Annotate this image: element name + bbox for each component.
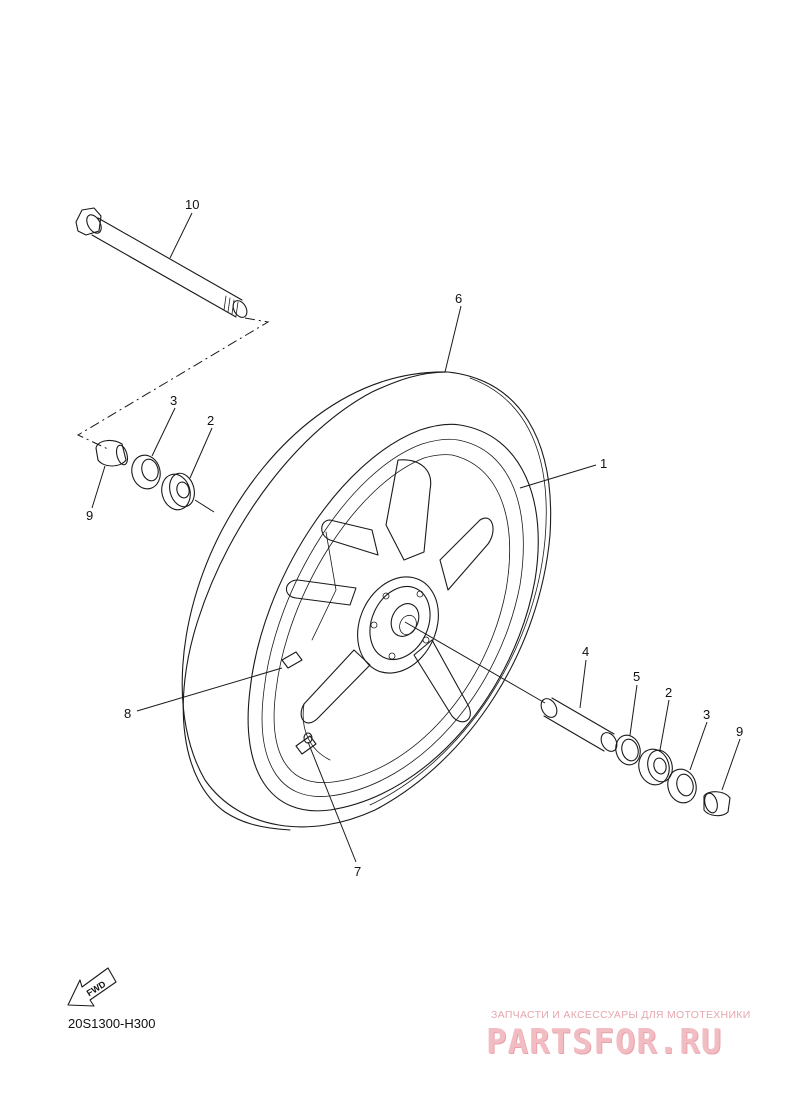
callout-oil-seal-right: 3 [703,707,710,722]
collar-right [703,791,731,817]
watermark-subtitle: ЗАПЧАСТИ И АКСЕССУАРЫ ДЛЯ МОТОТЕХНИКИ [491,1009,751,1021]
oil-seal-left [131,454,161,490]
callout-bearing-left: 2 [207,413,214,428]
assembly-centerline [76,317,270,451]
wheel-rim [247,423,539,812]
callout-oil-seal-left: 3 [170,393,177,408]
callout-tire: 6 [455,291,462,306]
bearing-left [161,472,195,511]
callout-axle: 10 [185,197,199,212]
callout-collar-left: 9 [86,508,93,523]
fwd-arrow-icon: FWD [67,967,117,1007]
balancer-weight [281,651,303,669]
assembly-line-right [404,621,546,704]
callout-circlip: 5 [633,669,640,684]
callout-balancer-weight: 8 [124,706,131,721]
tire [181,371,552,831]
diagram-code: 20S1300-H300 [68,1016,156,1031]
callout-wheel: 1 [600,456,607,471]
callout-valve: 7 [354,864,361,879]
assembly-line-left [194,499,215,513]
callout-bearing-right: 2 [665,685,672,700]
watermark-logo: PARTSFOR.RU [486,1022,723,1062]
spacer [540,697,618,752]
collar-left [95,439,129,467]
oil-seal-right [667,768,697,804]
leader-lines [91,212,741,863]
callout-collar-right: 9 [736,724,743,739]
valve [295,732,317,755]
front-wheel-axle [75,207,248,318]
callout-spacer: 4 [582,644,589,659]
circlip [615,734,641,766]
bearing-right [638,748,673,786]
